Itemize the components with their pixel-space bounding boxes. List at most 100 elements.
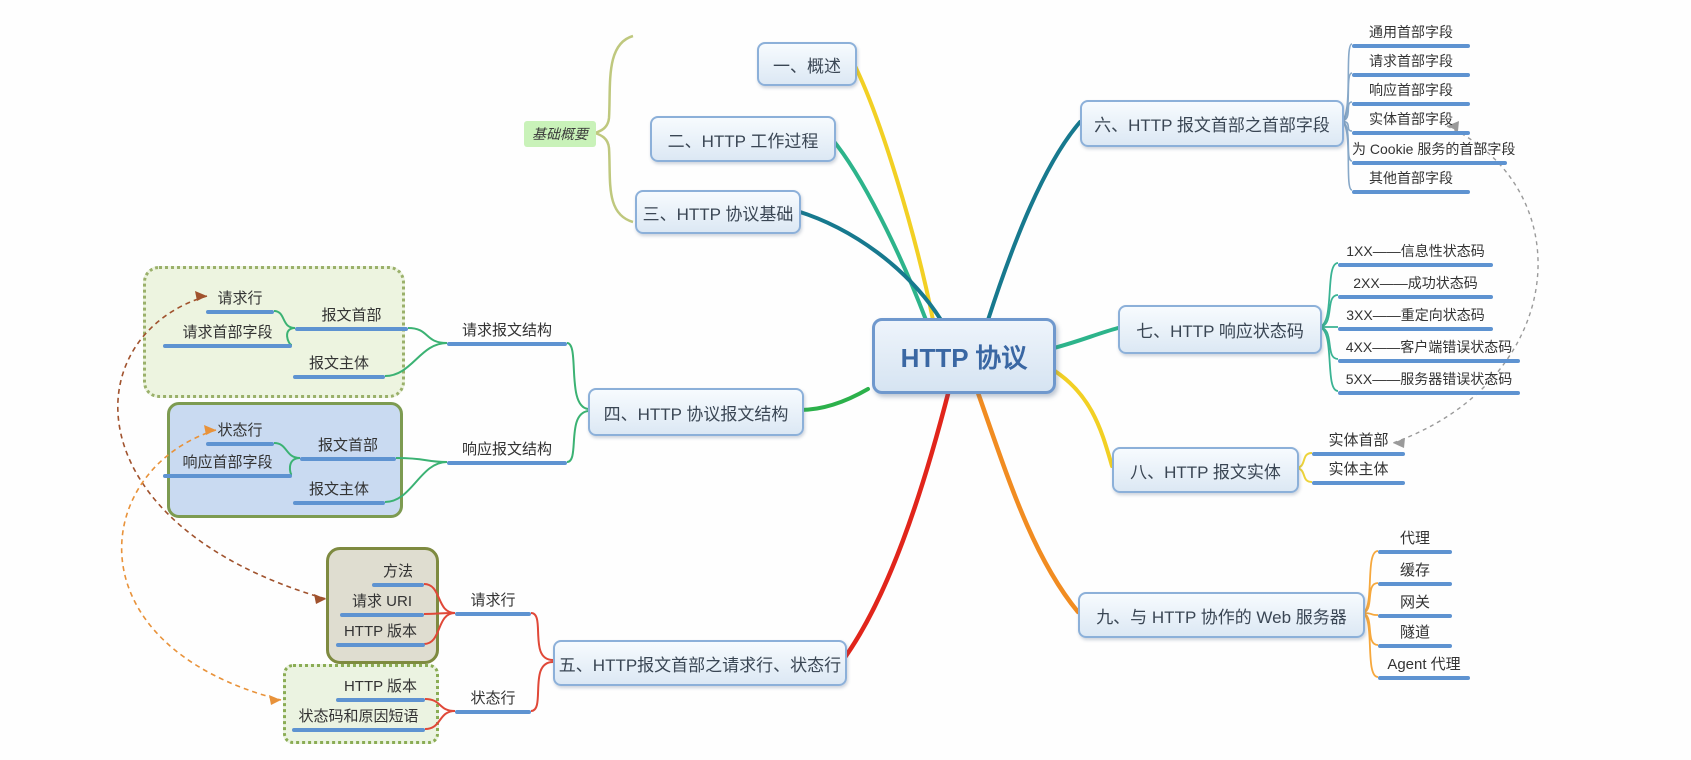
subtopic-request-header-fields[interactable]: 请求首部字段 — [1352, 53, 1470, 77]
subtopic-underline — [336, 643, 425, 647]
subtopic-1xx-status[interactable]: 1XX——信息性状态码 — [1338, 243, 1493, 267]
main-topic-3[interactable]: 三、HTTP 协议基础 — [635, 190, 801, 234]
subtopic-label: HTTP 版本 — [343, 678, 418, 695]
subtopic-underline — [1378, 644, 1452, 648]
branch-t2 — [830, 137, 928, 322]
subtopic-request-message-structure[interactable]: 请求报文结构 — [447, 322, 567, 346]
subtopic-request-uri[interactable]: 请求 URI — [340, 593, 424, 617]
subtopic-label: 请求报文结构 — [461, 322, 552, 339]
subtopic-label: 请求行 — [217, 290, 263, 307]
subtopic-underline — [295, 327, 408, 331]
subtopic-cookie-header-fields[interactable]: 为 Cookie 服务的首部字段 — [1352, 141, 1515, 165]
subtopic-http-version-2[interactable]: HTTP 版本 — [336, 678, 425, 702]
subtopic-label: 2XX——成功状态码 — [1353, 275, 1478, 291]
summary-label-text: 基础概要 — [532, 126, 588, 142]
subtopic-label: 请求行 — [470, 592, 516, 609]
subtopic-method[interactable]: 方法 — [372, 563, 424, 587]
subtopic-label: 4XX——客户端错误状态码 — [1345, 339, 1513, 355]
main-topic-5-label: 五、HTTP报文首部之请求行、状态行 — [558, 655, 842, 675]
link-t5-reqline — [530, 612, 554, 661]
subtopic-label: 状态行 — [217, 422, 263, 439]
subtopic-response-header-fields-item[interactable]: 响应首部字段 — [163, 454, 292, 478]
main-topic-7-label: 七、HTTP 响应状态码 — [1136, 322, 1304, 341]
subtopic-resp-message-body[interactable]: 报文主体 — [293, 481, 385, 505]
summary-label[interactable]: 基础概要 — [524, 121, 596, 147]
subtopic-underline — [1352, 190, 1470, 194]
main-topic-6[interactable]: 六、HTTP 报文首部之首部字段 — [1080, 100, 1344, 147]
subtopic-req-message-header[interactable]: 报文首部 — [295, 307, 408, 331]
subtopic-status-code-reason-phrase[interactable]: 状态码和原因短语 — [292, 708, 425, 732]
subtopic-label: 响应首部字段 — [1369, 82, 1453, 98]
subtopic-general-header-fields[interactable]: 通用首部字段 — [1352, 24, 1470, 48]
subtopic-gateway[interactable]: 网关 — [1378, 594, 1452, 618]
branch-t3 — [795, 209, 943, 322]
subtopic-5xx-status[interactable]: 5XX——服务器错误状态码 — [1338, 371, 1520, 395]
subtopic-request-line-item[interactable]: 请求行 — [206, 290, 274, 314]
main-topic-8[interactable]: 八、HTTP 报文实体 — [1112, 447, 1299, 493]
subtopic-agent-proxy[interactable]: Agent 代理 — [1378, 656, 1470, 680]
subtopic-label: 报文主体 — [308, 355, 369, 372]
subtopic-entity-header[interactable]: 实体首部 — [1312, 432, 1405, 456]
subtopic-underline — [1352, 102, 1470, 106]
subtopic-label: 缓存 — [1399, 562, 1430, 579]
subtopic-request-header-fields-item[interactable]: 请求首部字段 — [163, 324, 292, 348]
branch-t6 — [986, 120, 1082, 322]
subtopic-underline — [1352, 44, 1470, 48]
subtopic-entity-header-fields[interactable]: 实体首部字段 — [1352, 111, 1470, 135]
subtopic-other-header-fields[interactable]: 其他首部字段 — [1352, 170, 1470, 194]
subtopic-underline — [1378, 614, 1452, 618]
subtopic-underline — [340, 613, 424, 617]
subtopic-underline — [1352, 131, 1470, 135]
subtopic-response-message-structure[interactable]: 响应报文结构 — [447, 441, 567, 465]
main-topic-7[interactable]: 七、HTTP 响应状态码 — [1118, 305, 1322, 354]
main-topic-2[interactable]: 二、HTTP 工作过程 — [650, 116, 836, 162]
branch-t4 — [798, 387, 870, 412]
subtopic-label: 实体主体 — [1328, 461, 1389, 478]
subtopic-proxy[interactable]: 代理 — [1378, 530, 1452, 554]
subtopic-request-line[interactable]: 请求行 — [455, 592, 531, 616]
subtopic-underline — [447, 342, 567, 346]
subtopic-entity-body[interactable]: 实体主体 — [1312, 461, 1405, 485]
subtopic-label: HTTP 版本 — [343, 623, 418, 640]
subtopic-label: 通用首部字段 — [1369, 24, 1453, 40]
subtopic-http-version-1[interactable]: HTTP 版本 — [336, 623, 425, 647]
subtopic-underline — [300, 457, 396, 461]
arrowhead — [269, 695, 281, 705]
subtopic-underline — [293, 501, 385, 505]
subtopic-tunnel[interactable]: 隧道 — [1378, 624, 1452, 648]
subtopic-status-line[interactable]: 状态行 — [455, 690, 531, 714]
subtopic-req-message-body[interactable]: 报文主体 — [293, 355, 385, 379]
subtopic-underline — [206, 442, 274, 446]
subtopic-underline — [163, 344, 292, 348]
main-topic-4-label: 四、HTTP 协议报文结构 — [603, 404, 789, 424]
main-topic-9[interactable]: 九、与 HTTP 协作的 Web 服务器 — [1078, 592, 1365, 638]
subtopic-2xx-status[interactable]: 2XX——成功状态码 — [1338, 275, 1493, 299]
main-topic-4[interactable]: 四、HTTP 协议报文结构 — [588, 388, 804, 436]
subtopic-underline — [455, 710, 531, 714]
subtopic-label: 报文首部 — [317, 437, 378, 454]
branch-t5 — [840, 387, 952, 663]
subtopic-underline — [206, 310, 274, 314]
subtopic-label: 响应报文结构 — [461, 441, 552, 458]
subtopic-status-line-item[interactable]: 状态行 — [206, 422, 274, 446]
main-topic-5[interactable]: 五、HTTP报文首部之请求行、状态行 — [553, 640, 847, 686]
link-resp-header — [395, 457, 448, 463]
subtopic-label: 响应首部字段 — [182, 454, 273, 471]
subtopic-4xx-status[interactable]: 4XX——客户端错误状态码 — [1338, 339, 1520, 363]
summary-brace — [591, 34, 634, 224]
center-topic-label: HTTP 协议 — [900, 342, 1028, 373]
subtopic-cache[interactable]: 缓存 — [1378, 562, 1452, 586]
subtopic-response-header-fields[interactable]: 响应首部字段 — [1352, 82, 1470, 106]
main-topic-1[interactable]: 一、概述 — [757, 42, 857, 86]
subtopic-label: 3XX——重定向状态码 — [1346, 307, 1485, 323]
subtopic-underline — [1338, 295, 1493, 299]
boundary-status-line-parts — [283, 664, 439, 744]
main-topic-3-label: 三、HTTP 协议基础 — [642, 204, 794, 224]
subtopic-label: 方法 — [382, 563, 413, 580]
subtopic-3xx-status[interactable]: 3XX——重定向状态码 — [1338, 307, 1493, 331]
subtopic-resp-message-header[interactable]: 报文首部 — [300, 437, 396, 461]
center-topic[interactable]: HTTP 协议 — [872, 318, 1056, 394]
subtopic-underline — [1378, 550, 1452, 554]
subtopic-underline — [1338, 327, 1493, 331]
subtopic-label: 状态行 — [470, 690, 516, 707]
